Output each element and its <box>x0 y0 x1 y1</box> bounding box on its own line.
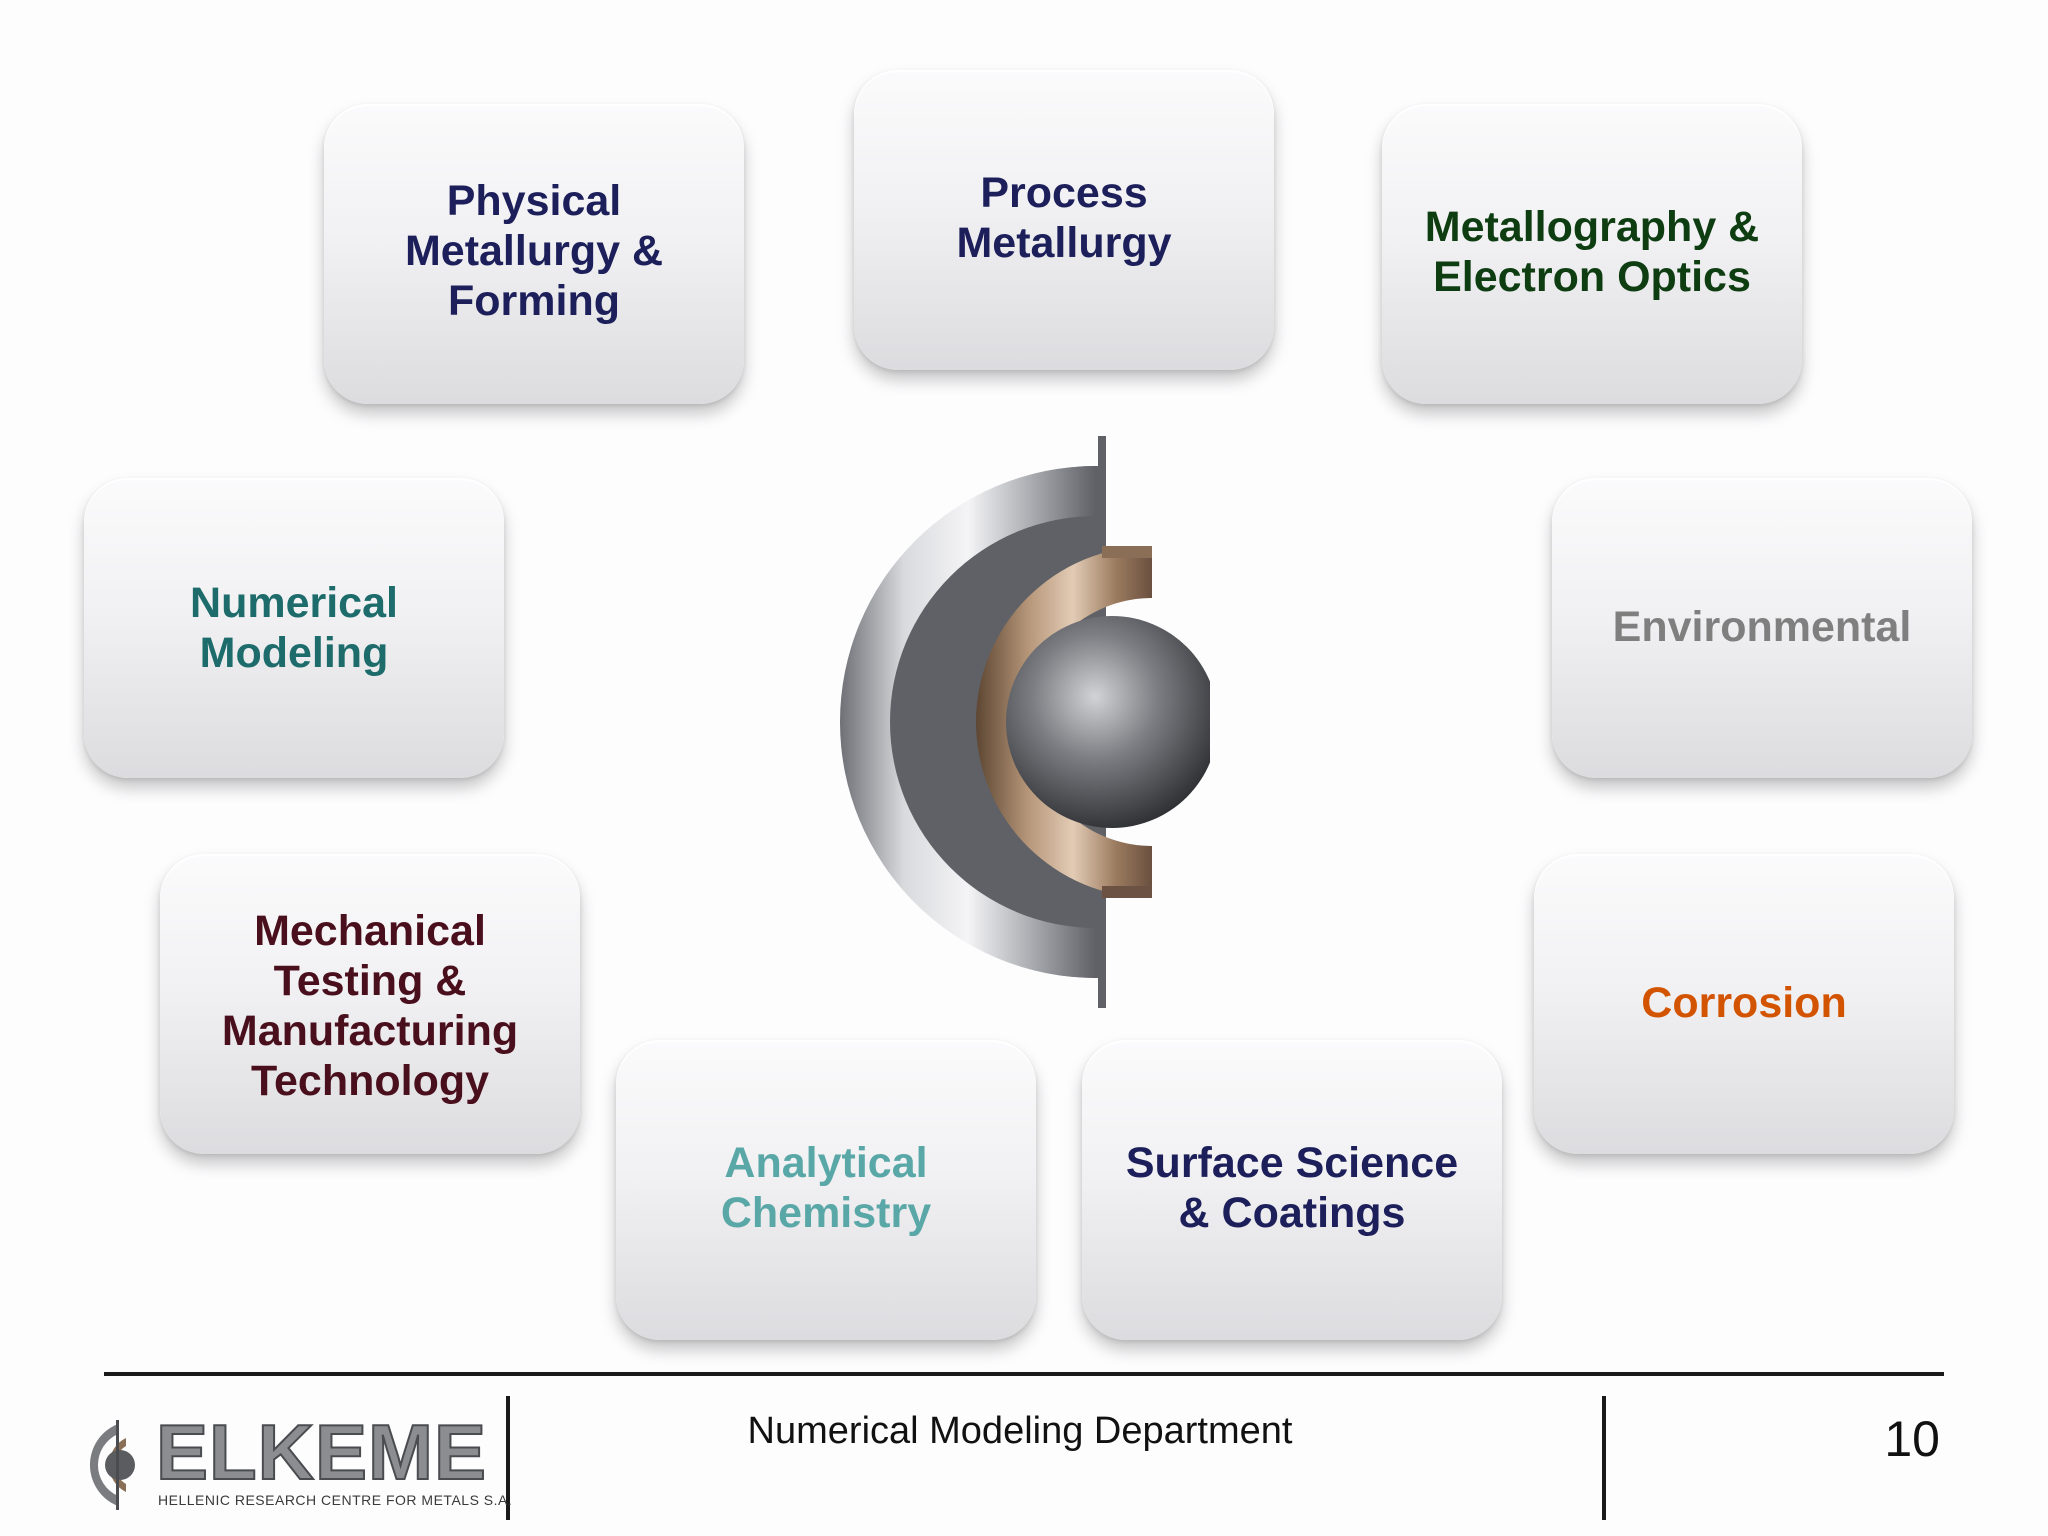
footer-divider <box>104 1372 1944 1376</box>
elkeme-emblem-icon <box>840 436 1210 1008</box>
corrosion-box: Corrosion <box>1534 854 1954 1154</box>
elkeme-logo-mark-icon <box>89 1420 135 1510</box>
corrosion-label: Corrosion <box>1641 979 1847 1027</box>
physical-metallurgy-box: Physical Metallurgy & Forming <box>324 104 744 404</box>
analytical-chemistry-box: Analytical Chemistry <box>616 1040 1036 1340</box>
metallography-box: Metallography & Electron Optics <box>1382 104 1802 404</box>
logo-subtitle: HELLENIC RESEARCH CENTRE FOR METALS S.A. <box>158 1492 513 1508</box>
footer-separator-right <box>1602 1396 1606 1520</box>
mechanical-testing-label: Mechanical Testing & Manufacturing Techn… <box>221 907 519 1105</box>
environmental-label: Environmental <box>1612 603 1912 651</box>
environmental-box: Environmental <box>1552 478 1972 778</box>
numerical-modeling-label: Numerical Modeling <box>190 579 398 677</box>
physical-metallurgy-label: Physical Metallurgy & Forming <box>404 177 664 325</box>
surface-science-label: Surface Science & Coatings <box>1125 1139 1459 1237</box>
mechanical-testing-box: Mechanical Testing & Manufacturing Techn… <box>160 854 580 1154</box>
metallography-label: Metallography & Electron Optics <box>1424 203 1760 301</box>
elkeme-logo: ELKEME HELLENIC RESEARCH CENTRE FOR META… <box>72 1408 512 1520</box>
surface-science-box: Surface Science & Coatings <box>1082 1040 1502 1340</box>
logo-wordmark: ELKEME <box>155 1408 488 1496</box>
numerical-modeling-box: Numerical Modeling <box>84 478 504 778</box>
footer-separator-left <box>506 1396 510 1520</box>
footer-title: Numerical Modeling Department <box>747 1410 1293 1452</box>
page-number: 10 <box>1884 1411 1940 1467</box>
analytical-chemistry-label: Analytical Chemistry <box>720 1139 932 1237</box>
process-metallurgy-box: Process Metallurgy <box>854 70 1274 370</box>
process-metallurgy-label: Process Metallurgy <box>956 169 1172 267</box>
